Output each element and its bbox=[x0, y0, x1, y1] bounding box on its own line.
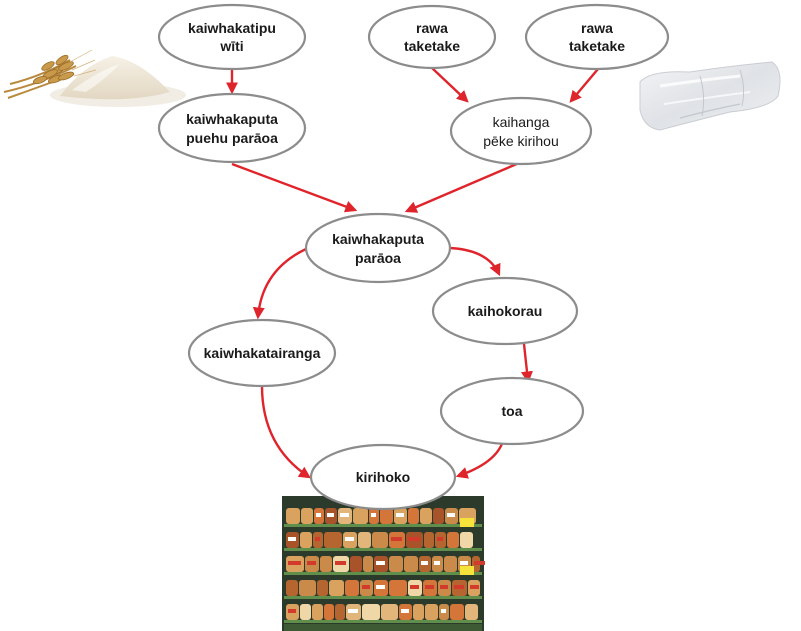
node-consumer-line1: kirihoko bbox=[356, 469, 410, 485]
arrow-wholesaler-to-shop bbox=[521, 343, 533, 384]
plastic-bag-image bbox=[639, 61, 781, 131]
node-marketer: kaiwhakatairanga bbox=[187, 318, 337, 388]
node-raw-material-left-line2: taketake bbox=[404, 38, 460, 54]
arrow-marketer-to-consumer bbox=[260, 385, 312, 479]
wheat-flour-image bbox=[3, 49, 186, 107]
arrow-raw-left-to-bag bbox=[431, 67, 469, 103]
node-raw-material-left-line1: rawa bbox=[416, 20, 448, 36]
node-raw-material-left: rawa taketake bbox=[367, 4, 497, 70]
node-raw-material-right-line1: rawa bbox=[581, 20, 613, 36]
node-shop: toa bbox=[439, 376, 585, 446]
node-raw-material-right: rawa taketake bbox=[524, 3, 670, 71]
node-wholesaler: kaihokorau bbox=[431, 276, 579, 346]
arrow-shop-to-consumer bbox=[455, 440, 505, 479]
arrow-flour-to-bread bbox=[231, 162, 358, 213]
node-bag-maker: kaihanga pēke kirihou bbox=[449, 96, 593, 166]
node-wheat-grower-line2: wīti bbox=[219, 38, 243, 54]
arrow-raw-right-to-bag bbox=[569, 68, 599, 103]
node-flour-producer-line2: puehu parāoa bbox=[186, 130, 278, 146]
node-shop-line1: toa bbox=[502, 403, 523, 419]
node-consumer: kirihoko bbox=[309, 443, 457, 511]
node-raw-material-right-line2: taketake bbox=[569, 38, 625, 54]
arrow-bag-to-bread bbox=[404, 161, 520, 213]
node-wholesaler-line1: kaihokorau bbox=[468, 303, 543, 319]
node-marketer-line1: kaiwhakatairanga bbox=[204, 345, 321, 361]
node-bag-maker-line1: kaihanga bbox=[493, 114, 550, 130]
node-wheat-grower-line1: kaiwhakatipu bbox=[188, 20, 276, 36]
arrow-bread-to-marketer bbox=[252, 247, 307, 320]
node-bread-producer-line1: kaiwhakaputa bbox=[332, 231, 424, 247]
arrow-bread-to-wholesaler bbox=[449, 246, 501, 277]
bread-shelves-image bbox=[282, 496, 485, 631]
node-flour-producer: kaiwhakaputa puehu parāoa bbox=[157, 92, 307, 164]
node-wheat-grower: kaiwhakatipu wīti bbox=[157, 3, 307, 71]
node-bag-maker-line2: pēke kirihou bbox=[483, 133, 559, 149]
node-flour-producer-line1: kaiwhakaputa bbox=[186, 111, 278, 127]
node-bread-producer-line2: parāoa bbox=[355, 250, 401, 266]
node-bread-producer: kaiwhakaputa parāoa bbox=[304, 212, 452, 284]
